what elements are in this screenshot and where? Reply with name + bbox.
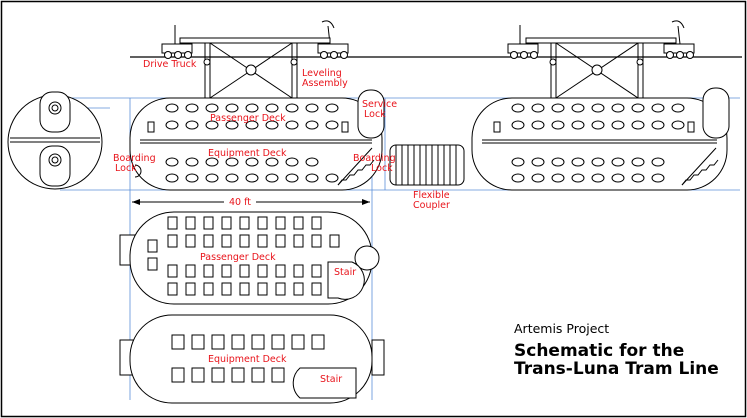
drive-truck-right — [317, 20, 349, 59]
label-service-lock-1: Service — [362, 99, 397, 110]
equipment-bays — [171, 334, 325, 383]
label-leveling-2: Assembly — [302, 78, 348, 89]
title-line-2: Trans-Luna Tram Line — [514, 359, 719, 379]
label-boarding-lock-left-2: Lock — [115, 163, 137, 174]
lower-windows — [165, 157, 339, 183]
label-equipment-deck-plan: Equipment Deck — [208, 354, 287, 365]
label-service-lock-2: Lock — [364, 109, 386, 120]
label-drive-truck: Drive Truck — [143, 59, 197, 70]
equipment-deck-plan — [119, 314, 385, 404]
passenger-seats — [147, 216, 340, 296]
label-stair-equipment: Stair — [320, 374, 342, 385]
label-stair-passenger: Stair — [334, 267, 356, 278]
upper-windows — [147, 103, 349, 133]
label-equipment-deck-side: Equipment Deck — [208, 148, 287, 159]
passenger-deck-plan — [119, 211, 380, 305]
label-flexible-coupler-1: Flexible — [413, 190, 450, 201]
label-boarding-lock-right-2: Lock — [371, 163, 393, 174]
tram-car-2 — [471, 20, 730, 191]
drive-truck-left — [161, 25, 193, 59]
dimension-40ft: 40 ft — [132, 195, 370, 208]
label-boarding-lock-left-1: Boarding — [113, 153, 156, 164]
label-boarding-lock-right-1: Boarding — [353, 153, 396, 164]
cross-section — [7, 91, 103, 190]
label-passenger-deck-plan: Passenger Deck — [200, 252, 276, 263]
dimension-label: 40 ft — [229, 197, 251, 208]
tram-car-1 — [129, 20, 385, 191]
flexible-coupler — [389, 144, 465, 186]
label-leveling-1: Leveling — [302, 68, 342, 79]
title-line-1: Schematic for the — [514, 341, 684, 361]
project-name: Artemis Project — [514, 321, 609, 336]
label-flexible-coupler-2: Coupler — [413, 200, 450, 211]
label-passenger-deck-side: Passenger Deck — [210, 113, 286, 124]
